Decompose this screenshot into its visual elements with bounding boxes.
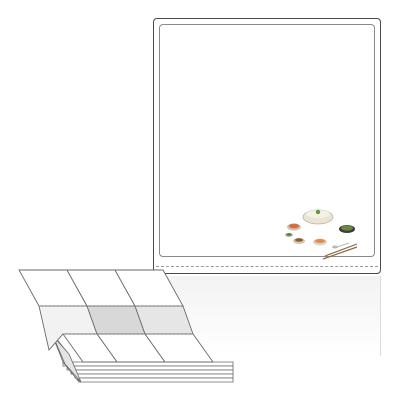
label-sheet-preview [153, 18, 381, 274]
fanfold-label-stack-icon [18, 269, 234, 383]
perforation-line [156, 266, 378, 267]
food-bowls-illustration-icon [285, 209, 358, 260]
label-cut-area [159, 24, 375, 257]
